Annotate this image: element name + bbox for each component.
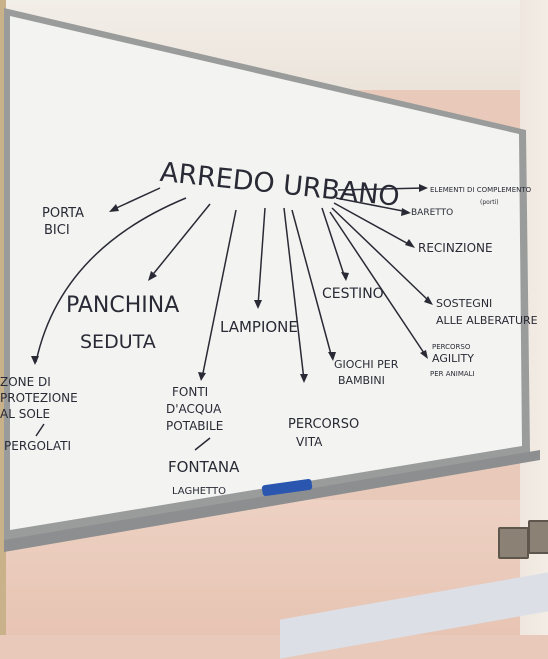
item-agility-3: PER ANIMALI bbox=[430, 370, 475, 378]
arrow-agility bbox=[329, 211, 427, 357]
item-porta-1: PORTA bbox=[42, 206, 84, 221]
whiteboard-surface bbox=[10, 16, 522, 530]
arrows bbox=[35, 187, 431, 451]
item-giochi-1: GIOCHI PER bbox=[334, 358, 399, 371]
arrow-percorso-vita bbox=[283, 207, 305, 381]
item-fonti-2: D'ACQUA bbox=[166, 402, 222, 416]
item-lampione: LAMPIONE bbox=[220, 318, 298, 336]
item-zone-3: AL SOLE bbox=[0, 407, 50, 421]
item-agility-2: AGILITY bbox=[432, 352, 474, 365]
dash-fontana bbox=[194, 437, 211, 451]
arrow-sostegni bbox=[331, 207, 431, 303]
arrow-zone-protezione bbox=[35, 197, 187, 363]
arrow-fonti bbox=[201, 209, 237, 379]
wall-socket-secondary bbox=[528, 520, 548, 554]
item-panchina: PANCHINA bbox=[66, 293, 179, 318]
item-fonti-3: POTABILE bbox=[166, 419, 223, 433]
arrow-panchina bbox=[149, 203, 211, 279]
arrow-cestino bbox=[321, 207, 346, 279]
item-fonti-1: FONTI bbox=[172, 385, 208, 399]
door-frame-edge bbox=[0, 0, 6, 635]
item-percorso-vita-2: VITA bbox=[296, 435, 323, 449]
item-agility-1: PERCORSO bbox=[432, 343, 471, 351]
item-porta-2: BICI bbox=[44, 223, 70, 238]
arrow-lampione bbox=[257, 207, 266, 307]
item-pergolati: PERGOLATI bbox=[4, 439, 71, 453]
item-zone-2: PROTEZIONE bbox=[0, 391, 78, 405]
arrow-recinzione bbox=[333, 202, 413, 247]
item-giochi-2: BAMBINI bbox=[338, 374, 385, 387]
arrow-porta-bici bbox=[111, 187, 161, 211]
item-cestino: CESTINO bbox=[322, 286, 384, 302]
dash-pergolati bbox=[35, 423, 45, 437]
item-laghetto: LAGHETTO bbox=[172, 486, 226, 497]
item-recinzione: RECINZIONE bbox=[418, 241, 493, 255]
whiteboard: ARREDO URBANO ELEMENTI DI COMPLEMENTO (p… bbox=[0, 8, 540, 552]
arrow-heads bbox=[31, 184, 433, 383]
item-baretto: BARETTO bbox=[411, 208, 453, 218]
item-zone-1: ZONE DI bbox=[0, 375, 51, 389]
item-elementi-sub: (porti) bbox=[480, 199, 499, 206]
arrow-giochi bbox=[291, 209, 333, 359]
marker-tray bbox=[4, 450, 540, 552]
item-sostegni-2: ALLE ALBERATURE bbox=[436, 314, 538, 327]
arrow-baretto bbox=[335, 197, 409, 213]
item-percorso-vita-1: PERCORSO bbox=[288, 417, 359, 432]
arrow-elementi bbox=[337, 187, 426, 191]
item-fontana: FONTANA bbox=[168, 458, 240, 476]
item-sostegni-1: SOSTEGNI bbox=[436, 297, 492, 310]
item-seduta: SEDUTA bbox=[80, 331, 156, 353]
item-elementi: ELEMENTI DI COMPLEMENTO bbox=[430, 186, 532, 194]
blue-marker bbox=[261, 478, 313, 497]
